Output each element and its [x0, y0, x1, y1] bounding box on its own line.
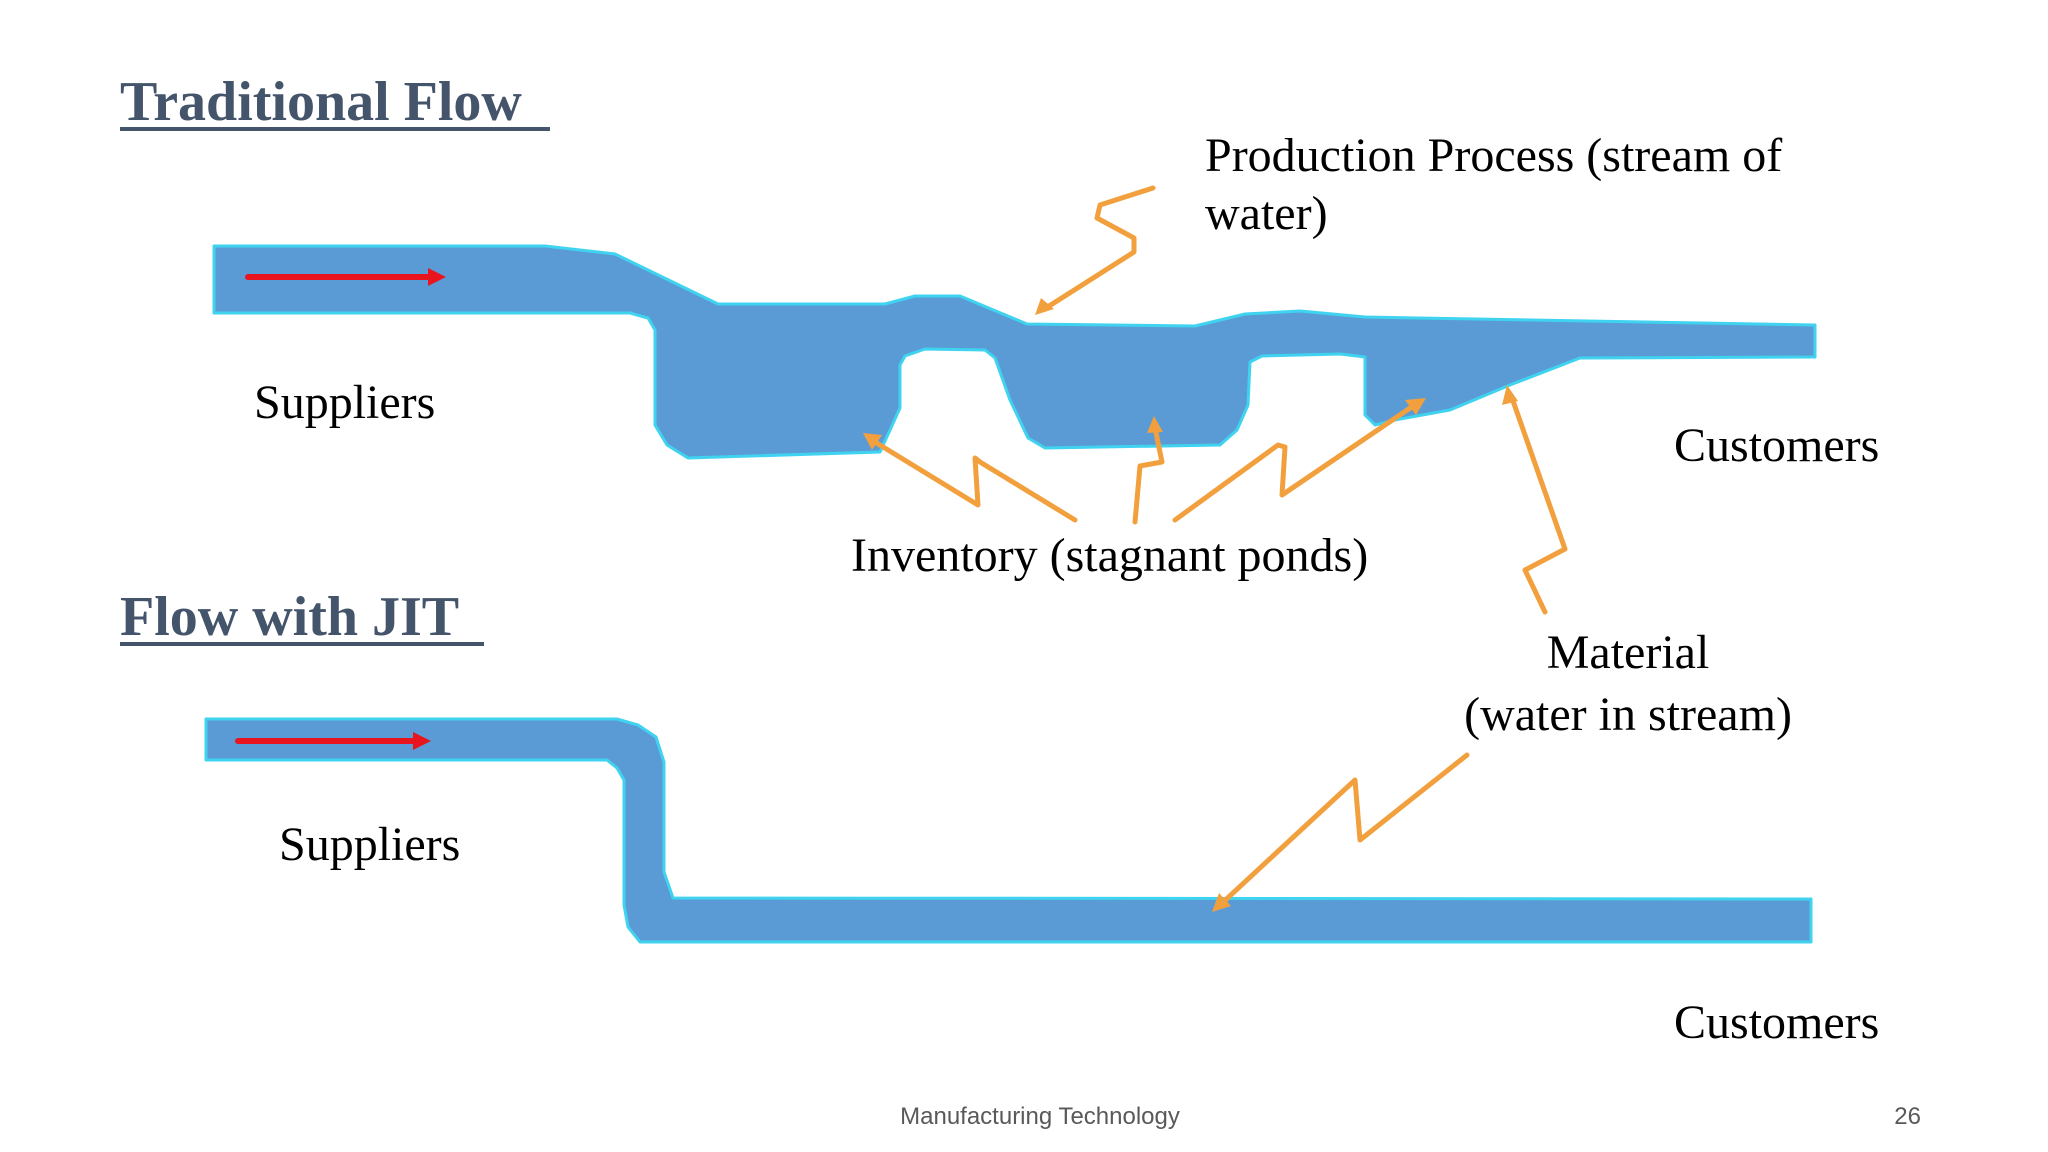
- material-top-callout-arrow: [1502, 385, 1568, 615]
- jit-flow-direction-arrow: [235, 732, 431, 750]
- material-label-line2: (water in stream): [1464, 688, 1792, 741]
- inventory-callout-arrow-3: [1172, 398, 1426, 523]
- inventory-label: Inventory (stagnant ponds): [851, 529, 1368, 582]
- customers-top-label: Customers: [1674, 419, 1879, 472]
- traditional-stream: [212, 244, 1817, 460]
- suppliers-bottom-label: Suppliers: [279, 818, 460, 871]
- traditional-flow-heading: Traditional Flow: [120, 71, 522, 133]
- page-number: 26: [1894, 1103, 1921, 1130]
- footer-text: Manufacturing Technology: [900, 1103, 1180, 1130]
- material-label-line1: Material: [1547, 626, 1710, 679]
- production-process-callout-arrow: [1035, 185, 1156, 315]
- inventory-callout-arrow-2: [1132, 416, 1165, 525]
- material-bottom-callout-arrow: [1212, 752, 1470, 912]
- production-process-label-line2: water): [1205, 187, 1328, 240]
- production-process-label-line1: Production Process (stream of: [1205, 129, 1782, 182]
- customers-bottom-label: Customers: [1674, 996, 1879, 1049]
- inventory-callout-arrow-1: [863, 433, 1078, 523]
- jit-flow-heading: Flow with JIT: [120, 586, 459, 648]
- traditional-flow-direction-arrow: [245, 268, 446, 286]
- suppliers-top-label: Suppliers: [254, 376, 435, 429]
